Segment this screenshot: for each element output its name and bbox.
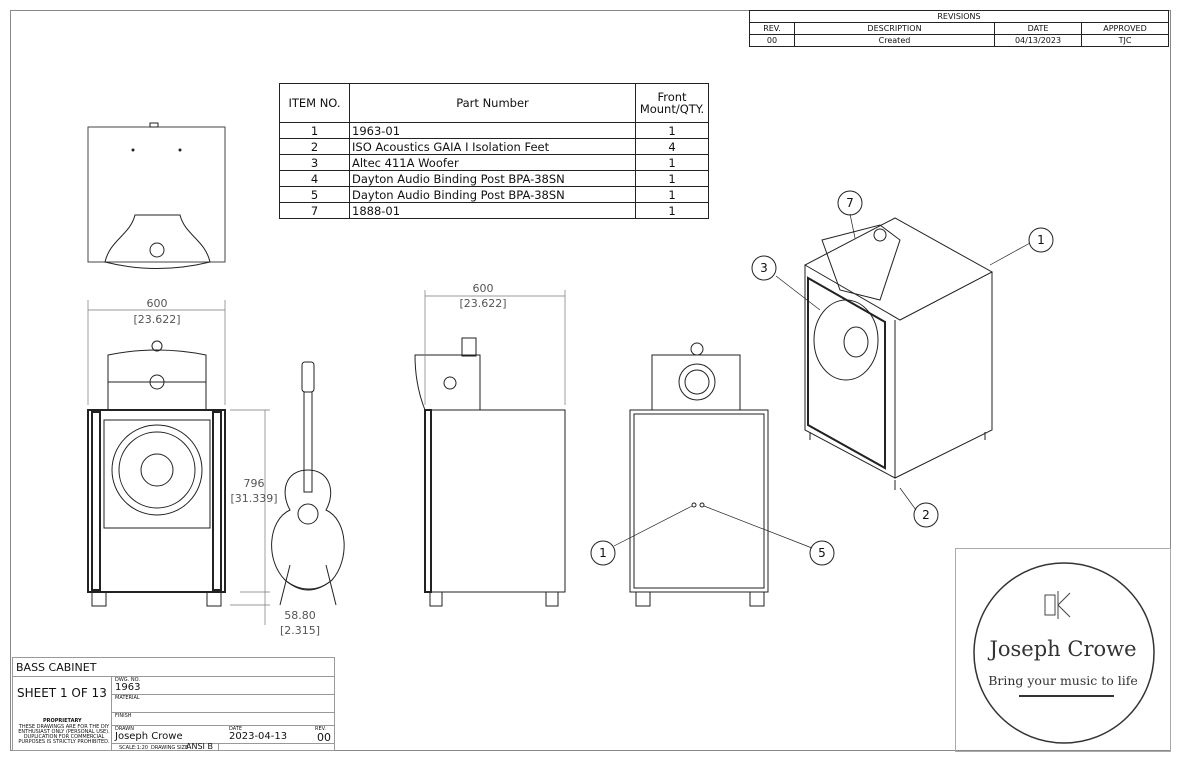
front-view [87, 340, 226, 607]
scale: SCALE:1:20 [119, 745, 148, 751]
front-width-dim: 600 [147, 297, 168, 310]
qty-header: Front Mount/QTY. [635, 83, 709, 123]
logo-block: Joseph Crowe Bring your music to life [955, 548, 1171, 752]
rev-value: 00 [317, 731, 331, 744]
date-label: DATE [229, 726, 243, 732]
drawing-title: BASS CABINET [16, 661, 97, 674]
isometric-view [751, 190, 1054, 528]
revision-approved: TJC [1081, 34, 1169, 47]
drawn-label: DRAWN [115, 726, 134, 732]
feet-dim-in: [2.315] [280, 624, 320, 637]
material-label: MATERIAL [115, 695, 140, 701]
top-view [87, 122, 226, 269]
front-width-dim-in: [23.622] [133, 313, 180, 326]
drawing-sheet-border [10, 10, 1171, 751]
side-width-dim: 600 [473, 282, 494, 295]
finish-label: FINISH [115, 713, 132, 719]
balloon-back-5: 5 [818, 546, 826, 560]
back-view [590, 342, 835, 607]
proprietary-title: PROPRIETARY [43, 718, 82, 724]
bom-part: Dayton Audio Binding Post BPA-38SN [349, 170, 636, 187]
dwg-no: 1963 [115, 682, 141, 693]
bom-part: 1963-01 [349, 122, 636, 139]
drawing-size-label: DRAWING SIZE [151, 745, 189, 751]
guitar-illustration [271, 361, 345, 606]
balloon-iso-3: 3 [760, 261, 768, 275]
proprietary-text: THESE DRAWINGS ARE FOR THE DIY ENTHUSIAS… [18, 724, 110, 745]
side-view [414, 290, 566, 607]
logo-tagline: Bring your music to life [988, 673, 1138, 688]
bom-qty: 1 [635, 202, 709, 219]
revision-row: 00 Created 04/13/2023 TJC [749, 34, 1169, 47]
balloon-iso-2: 2 [922, 508, 930, 522]
balloon-iso-7: 7 [846, 196, 854, 210]
balloon-back-1: 1 [599, 546, 607, 560]
balloon-iso-1: 1 [1037, 233, 1045, 247]
bom-part: 1888-01 [349, 202, 636, 219]
logo-circle [973, 562, 1155, 744]
sheet-number: SHEET 1 OF 13 [17, 686, 107, 700]
drawing-size: ANSI B [186, 742, 213, 751]
revision-rev: 00 [749, 34, 795, 47]
logo-name: Joseph Crowe [989, 637, 1137, 661]
drawing-date: 2023-04-13 [229, 731, 288, 742]
dwg-no-label: DWG. NO. [115, 677, 140, 683]
item-no-header: ITEM NO. [279, 83, 350, 123]
revisions-table: REVISIONS REV. DESCRIPTION DATE APPROVED… [749, 10, 1169, 47]
height-dim-in: [31.339] [230, 492, 277, 505]
side-width-dim-in: [23.622] [459, 297, 506, 310]
bom-part: ISO Acoustics GAIA I Isolation Feet [349, 138, 636, 155]
rev-label: REV. [315, 726, 326, 732]
feet-dim: 58.80 [284, 609, 316, 622]
drawn-by: Joseph Crowe [115, 731, 183, 742]
title-block: BASS CABINET SHEET 1 OF 13 PROPRIETARY T… [12, 657, 335, 751]
front-dimensions [87, 300, 270, 625]
height-dim: 796 [244, 477, 265, 490]
